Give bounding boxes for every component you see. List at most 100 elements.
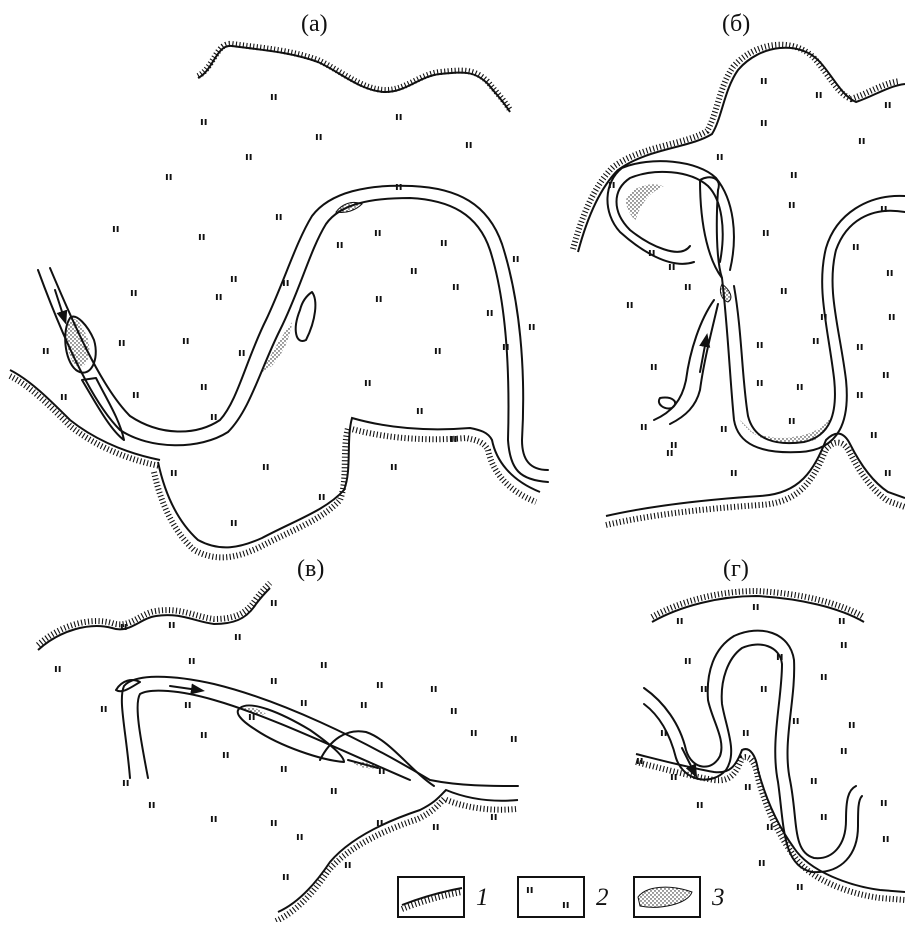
panel-b-river-channel (607, 161, 905, 452)
floodplain-tick-mark: ıı (792, 714, 800, 727)
floodplain-tick-mark: ıı (838, 614, 846, 627)
floodplain-tick-mark: ıı (375, 292, 383, 305)
floodplain-tick-mark: ıı (230, 272, 238, 285)
floodplain-tick-mark: ıı (148, 798, 156, 811)
floodplain-tick-mark: ıı (270, 596, 278, 609)
floodplain-tick-mark: ıı (245, 150, 253, 163)
floodplain-tick-mark: ıı (886, 266, 894, 279)
floodplain-tick-mark: ıı (200, 115, 208, 128)
panel-label-b: (б) (722, 12, 750, 36)
floodplain-tick-mark: ıı (716, 150, 724, 163)
legend-box-3-bar-deposit (634, 877, 700, 917)
floodplain-tick-mark: ıı (170, 466, 178, 479)
legend: ıı ıı (398, 877, 700, 917)
floodplain-tick-mark: ıı (470, 726, 478, 739)
floodplain-tick-mark: ıı (856, 340, 864, 353)
floodplain-tick-mark: ıı (210, 410, 218, 423)
floodplain-tick-mark: ıı (684, 280, 692, 293)
floodplain-tick-mark: ıı (200, 728, 208, 741)
panel-label-g: (г) (723, 557, 749, 581)
floodplain-tick-mark: ıı (758, 856, 766, 869)
floodplain-tick-mark: ıı (222, 748, 230, 761)
floodplain-tick-mark: ıı (888, 310, 896, 323)
panel-g (636, 591, 905, 900)
floodplain-tick-mark: ıı (700, 682, 708, 695)
floodplain-tick-mark: ıı (315, 130, 323, 143)
floodplain-tick-mark: ıı (762, 226, 770, 239)
floodplain-tick-mark: ıı (376, 816, 384, 829)
floodplain-tick-mark: ıı (788, 198, 796, 211)
floodplain-tick-mark: ıı (395, 180, 403, 193)
floodplain-tick-mark: ıı (440, 236, 448, 249)
floodplain-tick-mark: ıı (450, 704, 458, 717)
floodplain-tick-mark: ıı (118, 336, 126, 349)
floodplain-tick-mark: ıı (870, 428, 878, 441)
floodplain-tick-mark: ıı (796, 880, 804, 893)
floodplain-tick-mark: ıı (54, 662, 62, 675)
floodplain-tick-mark: ıı (668, 260, 676, 273)
floodplain-tick-mark: ıı (780, 284, 788, 297)
floodplain-tick-mark: ıı (880, 796, 888, 809)
floodplain-tick-mark: ıı (270, 816, 278, 829)
floodplain-tick-mark: ıı (234, 630, 242, 643)
floodplain-tick-mark: ıı (760, 116, 768, 129)
floodplain-tick-mark: ıı (184, 698, 192, 711)
floodplain-tick-mark: ıı (815, 88, 823, 101)
panel-a (10, 44, 548, 558)
floodplain-tick-mark: ıı (796, 380, 804, 393)
floodplain-tick-mark: ıı (684, 654, 692, 667)
floodplain-tick-mark: ıı (880, 202, 888, 215)
floodplain-tick-mark: ıı (215, 290, 223, 303)
legend-box-1-slope (398, 877, 464, 917)
floodplain-tick-mark: ıı (296, 830, 304, 843)
floodplain-tick-mark: ıı (100, 702, 108, 715)
floodplain-tick-mark: ıı (840, 744, 848, 757)
floodplain-tick-mark: ıı (360, 698, 368, 711)
floodplain-tick-mark: ıı (165, 170, 173, 183)
floodplain-tick-mark: ıı (858, 134, 866, 147)
floodplain-tick-mark: ıı (856, 388, 864, 401)
floodplain-tick-mark: ıı (490, 810, 498, 823)
floodplain-tick-mark: ıı (374, 226, 382, 239)
floodplain-tick-mark: ıı (270, 674, 278, 687)
floodplain-tick-mark: ıı (450, 432, 458, 445)
floodplain-tick-mark: ıı (238, 346, 246, 359)
floodplain-tick-mark: ıı (434, 344, 442, 357)
floodplain-tick-mark: ıı (696, 798, 704, 811)
floodplain-tick-mark: ıı (884, 98, 892, 111)
floodplain-tick-mark: ıı (650, 360, 658, 373)
floodplain-tick-mark: ıı (882, 368, 890, 381)
floodplain-tick-mark: ıı (744, 780, 752, 793)
floodplain-tick-mark: ıı (660, 726, 668, 739)
floodplain-tick-mark: ıı (320, 658, 328, 671)
floodplain-tick-mark: ıı (676, 614, 684, 627)
floodplain-tick-mark: ıı (282, 870, 290, 883)
floodplain-tick-mark: ıı (280, 762, 288, 775)
floodplain-tick-mark: ıı (756, 338, 764, 351)
floodplain-tick-mark: ıı (760, 682, 768, 695)
floodplain-tick-mark: ıı (210, 812, 218, 825)
floodplain-tick-mark: ıı (416, 404, 424, 417)
floodplain-tick-mark: ıı (390, 460, 398, 473)
svg-text:ıı: ıı (526, 883, 534, 896)
legend-box-2-floodplain: ıı ıı (518, 877, 584, 917)
legend-number-2: 2 (596, 885, 609, 910)
floodplain-tick-mark: ıı (248, 710, 256, 723)
svg-text:ıı: ıı (562, 898, 570, 911)
floodplain-tick-mark: ıı (776, 650, 784, 663)
legend-number-3: 3 (712, 885, 725, 910)
floodplain-tick-mark: ıı (230, 516, 238, 529)
floodplain-tick-mark: ıı (820, 810, 828, 823)
floodplain-tick-mark: ıı (820, 670, 828, 683)
floodplain-tick-mark: ıı (282, 276, 290, 289)
panel-label-a: (а) (301, 12, 328, 36)
panel-label-v: (в) (297, 557, 324, 581)
floodplain-tick-mark: ıı (410, 264, 418, 277)
floodplain-tick-mark: ıı (452, 280, 460, 293)
floodplain-tick-mark: ıı (528, 320, 536, 333)
floodplain-tick-mark: ıı (510, 732, 518, 745)
floodplain-tick-mark: ıı (608, 178, 616, 191)
floodplain-tick-mark: ıı (395, 110, 403, 123)
